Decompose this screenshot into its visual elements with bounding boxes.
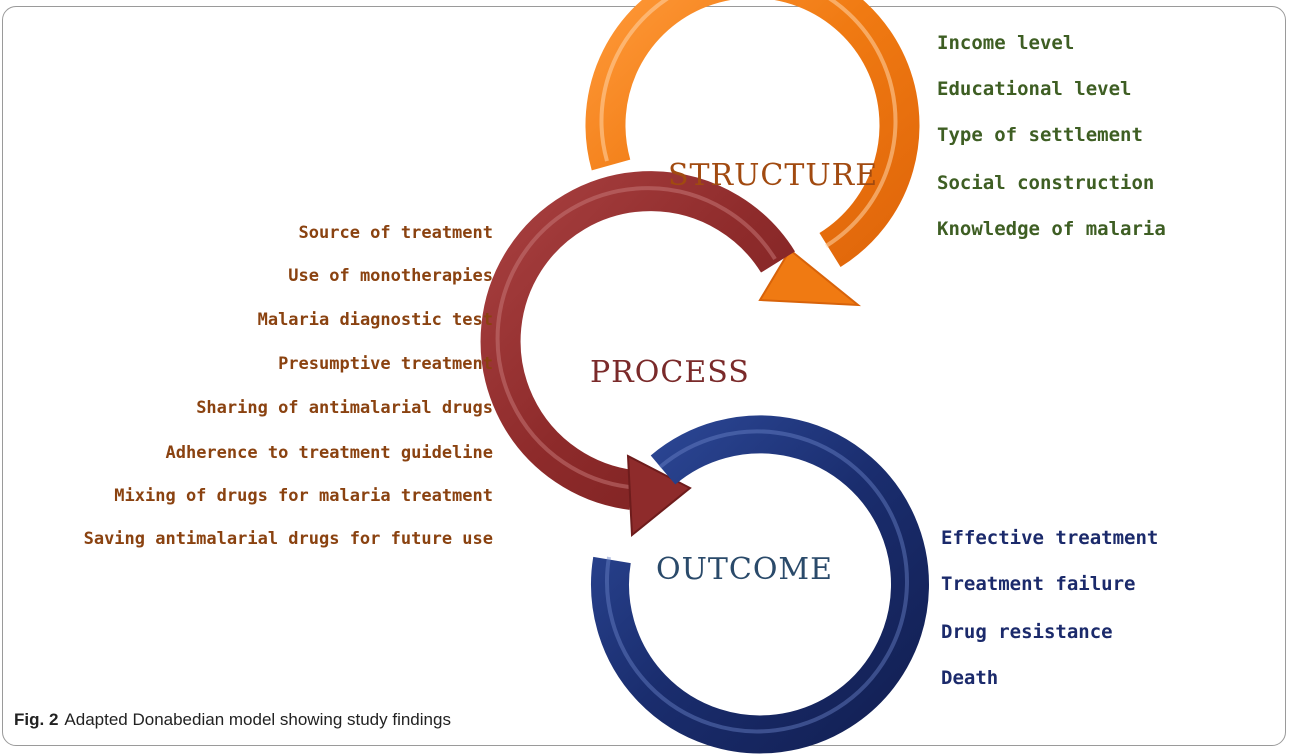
caption-label: Fig. 2 xyxy=(14,710,59,729)
outcome-factor: Drug resistance xyxy=(941,621,1113,643)
structure-label: STRUCTURE xyxy=(668,158,878,193)
process-factor: Presumptive treatment xyxy=(278,354,493,374)
process-factor: Source of treatment xyxy=(298,223,493,243)
outcome-label: OUTCOME xyxy=(656,552,833,587)
caption-text: Adapted Donabedian model showing study f… xyxy=(64,710,451,729)
structure-factor: Type of settlement xyxy=(937,124,1143,146)
process-arc xyxy=(480,171,795,538)
structure-factor: Knowledge of malaria xyxy=(937,218,1166,240)
structure-arrowhead xyxy=(758,248,862,307)
process-factor: Use of monotherapies xyxy=(288,266,493,286)
structure-factor: Social construction xyxy=(937,172,1155,194)
outcome-factor: Treatment failure xyxy=(941,573,1136,595)
structure-arc xyxy=(585,0,920,307)
process-factor: Malaria diagnostic test xyxy=(257,310,493,330)
outcome-ring xyxy=(591,415,929,754)
process-factor: Adherence to treatment guideline xyxy=(165,443,493,463)
process-arrowhead xyxy=(626,454,692,538)
process-factor: Sharing of antimalarial drugs xyxy=(196,398,493,418)
process-factor: Mixing of drugs for malaria treatment xyxy=(114,486,493,506)
structure-factor: Educational level xyxy=(937,78,1132,100)
process-factor: Saving antimalarial drugs for future use xyxy=(83,529,493,549)
outcome-factor: Death xyxy=(941,667,999,689)
process-label: PROCESS xyxy=(590,355,750,390)
structure-factor: Income level xyxy=(937,32,1075,54)
outcome-factor: Effective treatment xyxy=(941,527,1159,549)
figure-caption: Fig. 2 Adapted Donabedian model showing s… xyxy=(14,710,451,730)
